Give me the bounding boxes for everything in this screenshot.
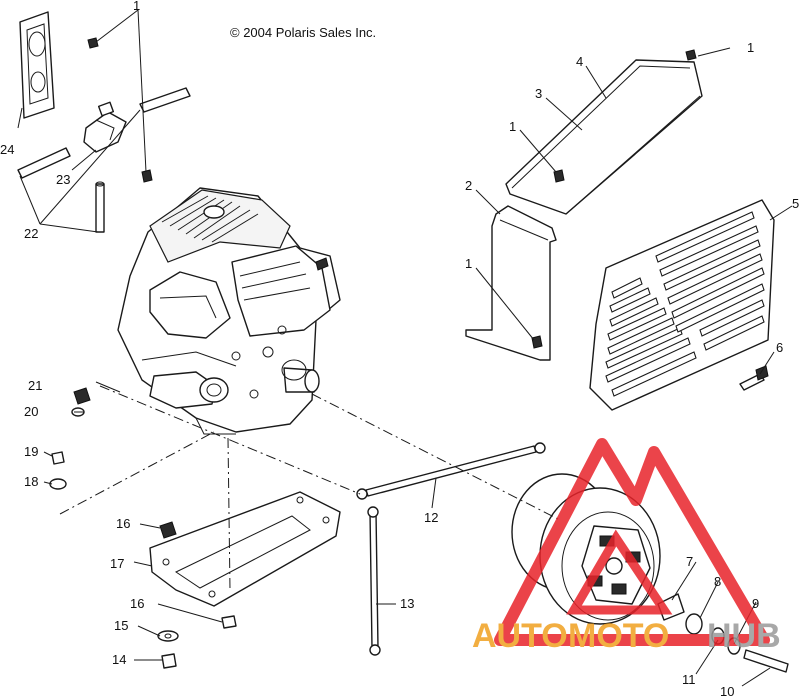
screw-part-6	[739, 365, 769, 391]
callout-24: 24	[0, 142, 14, 157]
callout-18: 18	[24, 474, 38, 489]
nut-part-16	[159, 521, 237, 629]
callout-16-upper: 16	[116, 516, 130, 531]
callout-17: 17	[110, 556, 124, 571]
washer-part-15	[157, 630, 179, 642]
callout-16-lower: 16	[130, 596, 144, 611]
bolt-part-10	[743, 649, 789, 673]
callout-12: 12	[424, 510, 438, 525]
callout-6: 6	[776, 340, 783, 355]
hoses-part-22	[17, 87, 191, 233]
bolt-part-1-top-left	[87, 37, 153, 183]
engine-assembly	[117, 187, 341, 435]
callout-1-top-left: 1	[133, 0, 140, 13]
valve-part-23	[83, 101, 127, 153]
rod-part-12	[356, 442, 546, 500]
callout-11: 11	[682, 672, 696, 687]
copyright-text: © 2004 Polaris Sales Inc.	[230, 25, 376, 40]
callout-2: 2	[465, 178, 472, 193]
side-shroud-part-2	[465, 205, 557, 361]
hardware-parts-18-21	[49, 387, 91, 490]
watermark-word-auto: AUTO	[472, 617, 568, 655]
callout-3: 3	[535, 86, 542, 101]
callout-9: 9	[752, 596, 759, 611]
callout-1-side: 1	[465, 256, 472, 271]
callout-4: 4	[576, 54, 583, 69]
callout-7: 7	[686, 554, 693, 569]
callout-21: 21	[28, 378, 42, 393]
callout-15: 15	[114, 618, 128, 633]
callout-14: 14	[112, 652, 126, 667]
watermark-triangle-outer	[494, 438, 770, 646]
callout-8: 8	[714, 574, 721, 589]
link-part-13	[367, 506, 381, 656]
mounting-plate-part-17	[149, 491, 341, 607]
gasket-plate-part-24	[19, 11, 55, 119]
callout-5: 5	[792, 196, 799, 211]
grille-panel-part-5	[589, 199, 775, 411]
callout-23: 23	[56, 172, 70, 187]
callout-1-top-right: 1	[747, 40, 754, 55]
watermark-word-hub: HUB	[707, 617, 781, 655]
top-shroud-part-3-4	[505, 49, 703, 215]
watermark-triangle-inner	[566, 529, 673, 615]
automotohub-watermark: AUTO MOTO HUB	[472, 438, 781, 655]
bolt-part-14	[161, 653, 177, 669]
callout-20: 20	[24, 404, 38, 419]
callout-13: 13	[400, 596, 414, 611]
callout-10: 10	[720, 684, 734, 699]
leader-lines	[17, 9, 793, 687]
watermark-word-moto: MOTO	[568, 617, 669, 655]
callout-19: 19	[24, 444, 38, 459]
washer-part-8	[685, 613, 703, 635]
callout-1-shroud: 1	[509, 119, 516, 134]
callout-22: 22	[24, 226, 38, 241]
